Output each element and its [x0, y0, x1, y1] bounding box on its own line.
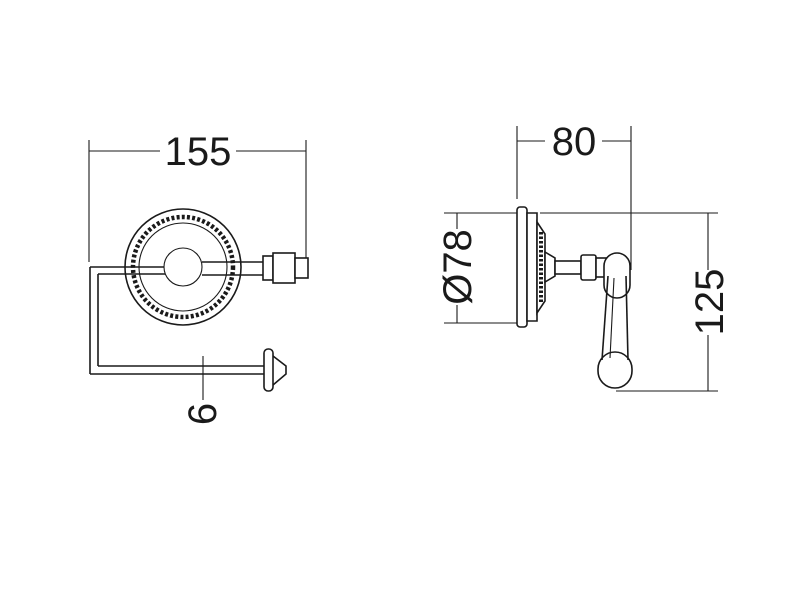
- dimension-depth-80: 80: [516, 120, 632, 270]
- rod-end-disc: [263, 348, 287, 392]
- label-rod-diameter: 6: [181, 403, 225, 425]
- dimension-diameter-78: Ø78: [436, 212, 519, 324]
- label-diameter: Ø78: [436, 229, 480, 305]
- holder-loop: [597, 252, 633, 389]
- dimension-height-125: 125: [540, 212, 732, 392]
- side-view: 80 Ø78 125: [436, 120, 732, 392]
- rosette-profile: [516, 206, 556, 328]
- label-width: 155: [165, 130, 232, 174]
- mounting-post: [554, 254, 609, 281]
- dimension-width-155: 155: [88, 130, 307, 262]
- label-height: 125: [688, 269, 732, 336]
- holder-arm: [89, 261, 264, 375]
- front-view: 155: [88, 130, 309, 425]
- label-depth: 80: [552, 120, 597, 164]
- dimension-rod-6: 6: [181, 356, 225, 425]
- end-cap: [262, 252, 309, 284]
